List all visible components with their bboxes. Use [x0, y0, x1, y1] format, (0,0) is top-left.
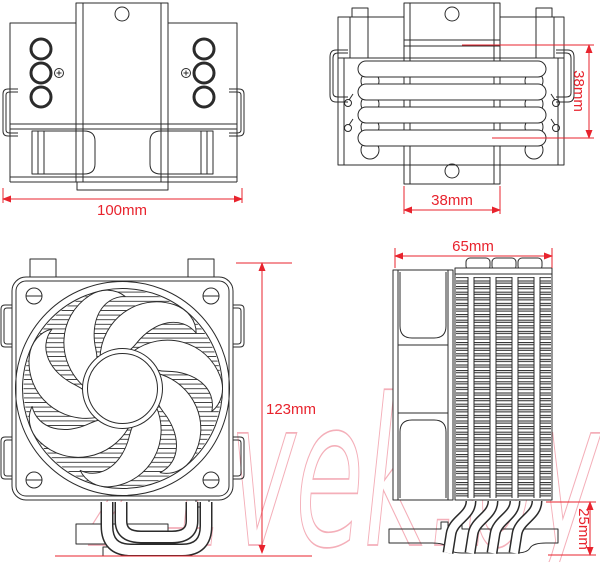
mount-hole — [444, 6, 460, 22]
side-bracket-right — [550, 49, 575, 132]
mount-hole — [114, 6, 130, 22]
dimension-25mm: 25mm — [546, 501, 596, 556]
heatpipe-tops — [465, 257, 543, 271]
clip-left — [31, 130, 96, 175]
dimension-123mm: 123mm — [55, 262, 316, 557]
heatpipe-ends — [29, 37, 216, 109]
top-tab-right — [187, 258, 215, 278]
fan-side-profile — [392, 269, 454, 501]
upper-blocks — [337, 7, 565, 59]
dim-label-front-height: 123mm — [266, 401, 316, 418]
side-bracket-left — [329, 49, 354, 132]
dim-label-top-width: 100mm — [97, 202, 147, 219]
side-bracket-left — [2, 88, 18, 137]
fan-hub — [82, 348, 163, 429]
dim-label-heatpipe-width: 38mm — [431, 192, 473, 209]
top-view — [2, 2, 245, 191]
dimension-65mm: 65mm — [394, 238, 553, 268]
dim-label-side-width: 65mm — [452, 238, 494, 255]
dim-label-base-clearance: 25mm — [575, 508, 592, 550]
dimension-38mm-height: 38mm — [462, 44, 594, 139]
base-assembly — [75, 502, 213, 557]
dimension-38mm-width: 38mm — [403, 186, 501, 214]
side-bracket-right — [229, 88, 245, 137]
heatpipe-top-view — [329, 2, 575, 185]
drawing-lines — [0, 2, 575, 557]
clip-right — [149, 130, 214, 175]
front-view — [0, 258, 245, 557]
fan-ring — [15, 281, 230, 496]
mount-hole — [444, 163, 460, 179]
heatpipe-u-bends — [100, 502, 213, 557]
center-plate — [75, 2, 169, 183]
fin-stack — [454, 267, 553, 501]
top-tab-left — [29, 258, 57, 278]
dimension-100mm: 100mm — [2, 188, 243, 219]
fin-body — [337, 57, 565, 166]
dim-label-heatpipe-height: 38mm — [570, 70, 587, 112]
side-bracket-right — [233, 304, 245, 480]
heatpipes — [357, 60, 547, 160]
corner-screws — [25, 287, 220, 489]
fan-clip-upper — [399, 272, 447, 339]
side-bracket-left — [0, 304, 12, 480]
bottom-tab — [76, 181, 169, 191]
side-view — [388, 257, 559, 554]
heatpipe-grooves — [467, 277, 541, 498]
screws — [54, 68, 191, 78]
heatpipe-bends — [442, 500, 543, 554]
fan-frame-band — [9, 123, 238, 191]
fan-clip-lower — [399, 419, 447, 498]
